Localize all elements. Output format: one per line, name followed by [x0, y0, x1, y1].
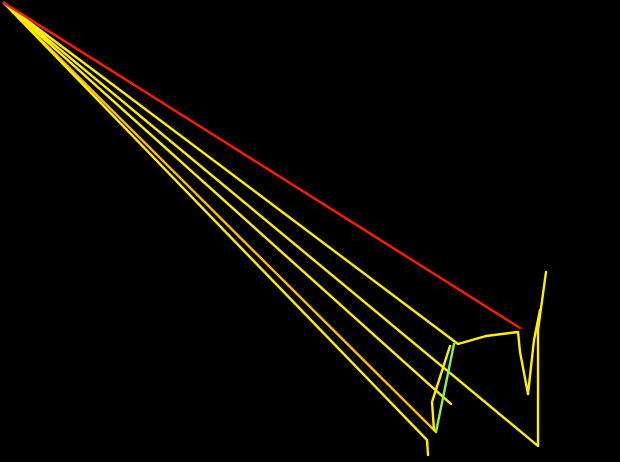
- yellow-line-1: [2, 1, 548, 448]
- yellow-line-3: [2, 1, 453, 406]
- green-line: [434, 342, 456, 434]
- yellow-line-2: [2, 1, 542, 396]
- orange-line: [2, 1, 438, 434]
- yellow-line-5: [430, 344, 452, 432]
- yellow-line-4: [2, 1, 430, 457]
- red-line: [2, 1, 522, 330]
